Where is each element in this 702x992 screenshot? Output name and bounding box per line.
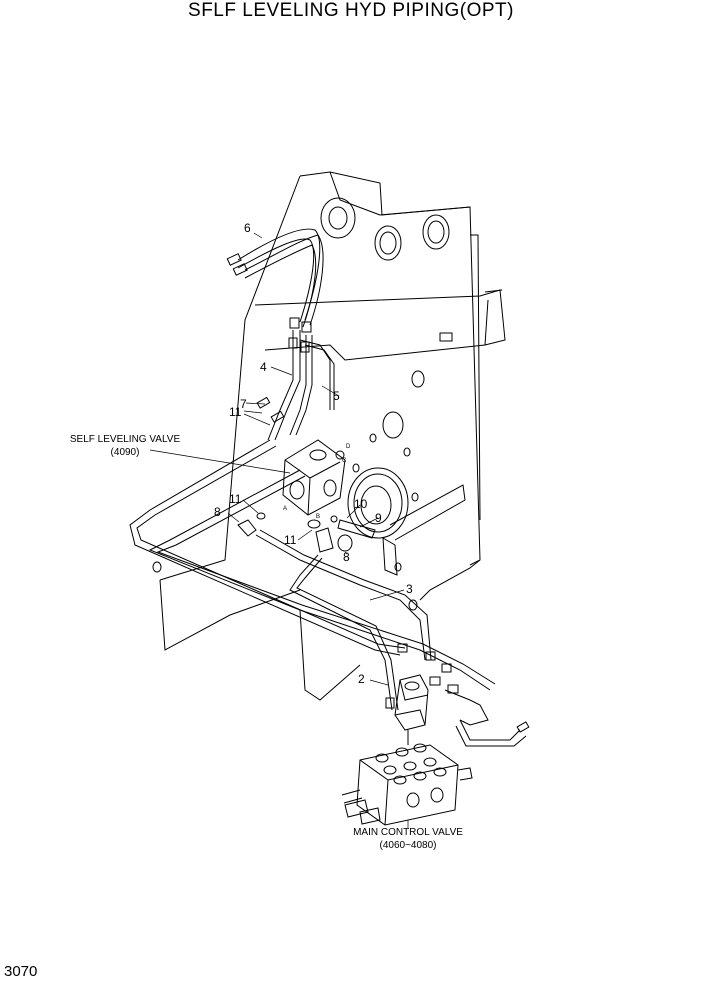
port-letter-c: C xyxy=(342,458,347,464)
port-letter-b: B xyxy=(316,514,320,520)
part-number-8-a: 8 xyxy=(214,505,221,519)
part-number-11-a: 11 xyxy=(229,405,242,419)
part-number-6: 6 xyxy=(244,221,251,235)
port-letter-a: A xyxy=(283,506,287,512)
frame-body xyxy=(159,171,506,701)
main-control-valve-ref: (4060~4080) xyxy=(380,840,437,851)
check-valve-block xyxy=(385,674,429,745)
part-number-2: 2 xyxy=(358,672,365,686)
part-number-7: 7 xyxy=(240,397,247,411)
hose-4-5 xyxy=(256,317,335,441)
part-number-11-b: 11 xyxy=(229,492,242,506)
part-number-4: 4 xyxy=(260,360,267,374)
part-number-11-c: 11 xyxy=(284,533,297,547)
hose-6 xyxy=(226,228,324,328)
self-leveling-valve-label: SELF LEVELING VALVE xyxy=(70,434,181,445)
leader-lines xyxy=(149,232,409,828)
page-number: 3070 xyxy=(4,963,38,980)
main-control-valve xyxy=(341,743,473,826)
self-leveling-valve-ref: (4090) xyxy=(111,447,140,458)
frame-holes xyxy=(152,197,450,611)
valve-fittings xyxy=(237,512,376,553)
part-number-8-b: 8 xyxy=(343,550,350,564)
pipe-2-3 xyxy=(129,439,530,747)
self-leveling-valve xyxy=(282,439,346,516)
part-number-9: 9 xyxy=(375,511,382,525)
main-control-valve-label: MAIN CONTROL VALVE xyxy=(353,827,463,838)
port-letter-d: D xyxy=(346,444,351,450)
page-title: SFLF LEVELING HYD PIPING(OPT) xyxy=(188,0,514,21)
part-number-10: 10 xyxy=(354,497,368,511)
part-number-3: 3 xyxy=(406,582,413,596)
part-number-5: 5 xyxy=(333,389,340,403)
